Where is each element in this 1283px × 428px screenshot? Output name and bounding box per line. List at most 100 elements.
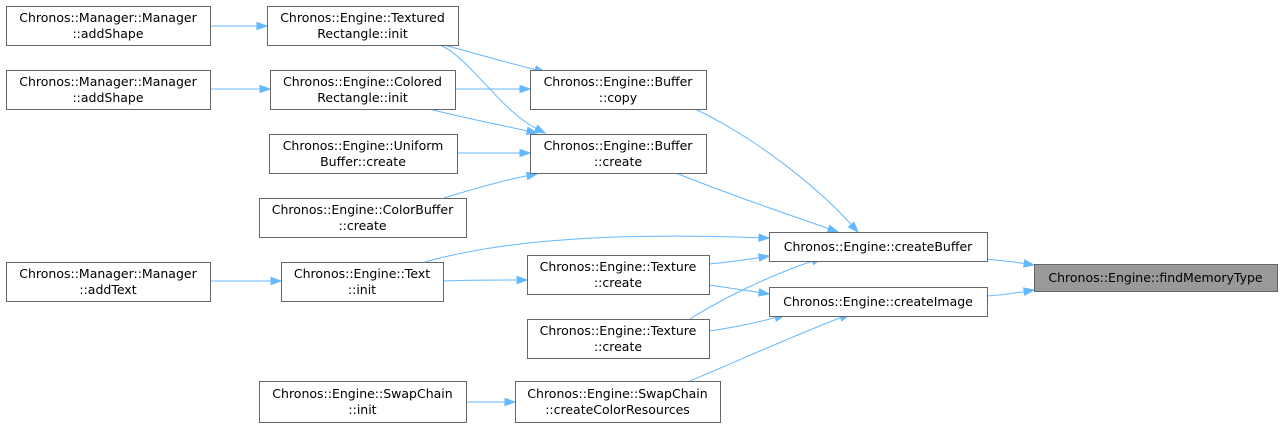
node-mgrAddShape1[interactable]: Chronos::Manager::Manager::addShape [6,6,211,46]
node-label: Chronos::Engine::ColorBuffer [272,202,454,217]
edge-swapInit-to-swapColor [466,397,517,407]
node-label: Buffer::create [320,154,406,169]
node-box [267,6,459,46]
edge-line [439,44,537,129]
node-label: Chronos::Manager::Manager [19,266,197,281]
edge-line [708,284,760,293]
edge-colRectInit-to-bufferCreate [428,108,539,135]
node-label: Chronos::Engine::Textured [280,10,445,25]
node-mgrAddShape2[interactable]: Chronos::Manager::Manager::addShape [6,70,211,110]
node-box [527,319,710,359]
nodes-layer: Chronos::Engine::findMemoryTypeChronos::… [6,6,1278,423]
arrowhead-icon [504,397,517,407]
node-label: Chronos::Engine::SwapChain [527,386,707,401]
node-box [281,262,444,302]
edge-line [708,257,760,265]
node-box [515,381,721,423]
node-label: ::addShape [72,90,143,105]
arrowhead-icon [757,288,771,297]
node-texCreate1[interactable]: Chronos::Engine::Texture::create [527,255,710,295]
node-label: Rectangle::init [317,90,408,105]
arrowhead-icon [757,253,771,262]
node-label: ::createColorResources [545,402,690,417]
edge-mgrAddShape1-to-texRectInit [209,21,269,31]
node-createImage[interactable]: Chronos::Engine::createImage [769,287,988,317]
edge-texRectInit-to-bufferCopy [443,44,547,74]
node-label: ::addText [79,282,136,297]
node-label: Rectangle::init [317,26,408,41]
edge-line [443,175,528,199]
edge-swapColor-to-createImage [689,313,852,382]
node-texCreate2[interactable]: Chronos::Engine::Texture::create [527,319,710,359]
node-label: Chronos::Manager::Manager [19,10,197,25]
node-swapInit[interactable]: Chronos::Engine::SwapChain::init [259,381,467,423]
node-box [269,134,458,174]
node-box [259,381,467,423]
node-label: Chronos::Engine::Text [294,266,430,281]
edge-createImage-to-root [986,287,1036,297]
node-textInit[interactable]: Chronos::Engine::Text::init [281,262,444,302]
arrowhead-icon [270,276,283,286]
node-mgrAddText[interactable]: Chronos::Manager::Manager::addText [6,262,211,302]
node-swapColor[interactable]: Chronos::Engine::SwapChain::createColorR… [515,381,721,423]
node-label: Chronos::Engine::SwapChain [272,386,452,401]
arrowhead-icon [519,84,532,94]
node-label: Chronos::Engine::Buffer [544,74,694,89]
edge-line [689,260,813,320]
node-label: Chronos::Engine::Texture [540,323,697,338]
edge-line [428,108,528,132]
arrowhead-icon [826,224,840,233]
edge-textInit-to-texCreate1 [442,275,529,285]
node-box [530,134,707,174]
node-box [259,198,467,238]
node-label: ::create [594,154,642,169]
node-label: Chronos::Engine::findMemoryType [1048,270,1263,285]
node-box [6,262,211,302]
edge-line [694,108,852,225]
node-colorBufCreate[interactable]: Chronos::Engine::ColorBuffer::create [259,198,467,238]
edge-uniformCreate-to-bufferCreate [457,148,532,158]
edge-line [675,172,829,230]
node-box [769,287,988,317]
node-box [270,70,456,110]
arrowhead-icon [847,221,859,234]
edge-line [424,235,760,263]
edge-line [708,317,776,332]
node-box [530,70,707,110]
node-label: Chronos::Engine::Uniform [283,138,444,153]
arrowhead-icon [525,126,539,135]
edge-line [986,258,1025,264]
arrowhead-icon [256,21,269,31]
node-bufferCreate[interactable]: Chronos::Engine::Buffer::create [530,134,707,174]
edge-line [986,291,1025,297]
node-label: Chronos::Engine::createImage [783,294,973,309]
node-bufferCopy[interactable]: Chronos::Engine::Buffer::copy [530,70,707,110]
edge-bufferCopy-to-createBuffer [694,108,859,234]
node-label: ::copy [599,90,638,105]
arrowhead-icon [516,275,529,285]
arrowhead-icon [758,233,771,242]
node-label: ::create [594,275,642,290]
arrowhead-icon [533,124,547,134]
node-createBuffer[interactable]: Chronos::Engine::createBuffer [769,232,988,262]
edge-createBuffer-to-root [986,258,1036,268]
edge-line [442,279,518,282]
arrowhead-icon [1022,287,1036,296]
edge-line [443,44,536,71]
edge-texRectInit-to-bufferCreate [439,44,547,134]
node-label: Chronos::Engine::Buffer [544,138,694,153]
node-label: ::init [348,402,376,417]
node-box [527,255,710,295]
edges-layer [209,21,1036,407]
node-root[interactable]: Chronos::Engine::findMemoryType [1034,264,1278,292]
edge-texCreate1-to-createImage [708,284,771,297]
edge-colRectInit-to-bufferCopy [455,84,532,94]
edge-texCreate1-to-createBuffer [708,253,771,265]
edge-mgrAddShape2-to-colRectInit [210,84,272,94]
node-label: ::create [338,218,386,233]
node-label: ::init [348,282,376,297]
